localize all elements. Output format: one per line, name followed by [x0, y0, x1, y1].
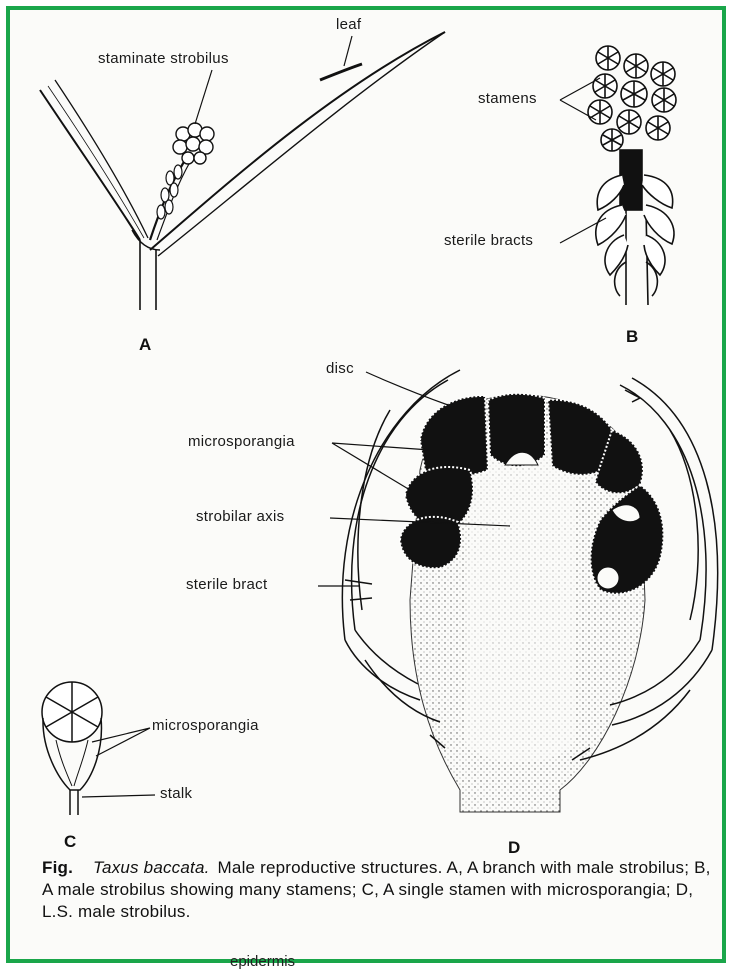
label-sterile-bract: sterile bract [186, 576, 267, 593]
cutoff-label-epidermis: epidermis [230, 953, 295, 970]
label-sterile-bracts: sterile bracts [444, 232, 533, 249]
caption-species: Taxus baccata. [93, 858, 210, 877]
panel-b-stamens [588, 46, 676, 151]
staminate-strobilus-cluster [173, 123, 214, 164]
panel-label-d: D [508, 838, 520, 858]
label-microsporangia-d: microsporangia [188, 433, 295, 450]
caption-fig-label: Fig. [42, 858, 73, 877]
panel-c-leader-lines [82, 728, 155, 797]
figure-caption: Fig.Taxus baccata.Male reproductive stru… [42, 857, 722, 923]
label-microsporangia-c: microsporangia [152, 717, 259, 734]
label-strobilar-axis: strobilar axis [196, 508, 284, 525]
label-disc: disc [326, 360, 354, 377]
label-staminate-strobilus: staminate strobilus [98, 50, 229, 67]
panel-label-c: C [64, 832, 76, 852]
panel-b-axis-and-bracts [596, 150, 674, 305]
label-stamens: stamens [478, 90, 537, 107]
panel-label-a: A [139, 335, 151, 355]
label-leaf: leaf [336, 16, 361, 33]
label-stalk: stalk [160, 785, 192, 802]
panel-c-stamen [42, 682, 102, 815]
panel-label-b: B [626, 327, 638, 347]
panel-a-drawing [40, 32, 445, 310]
